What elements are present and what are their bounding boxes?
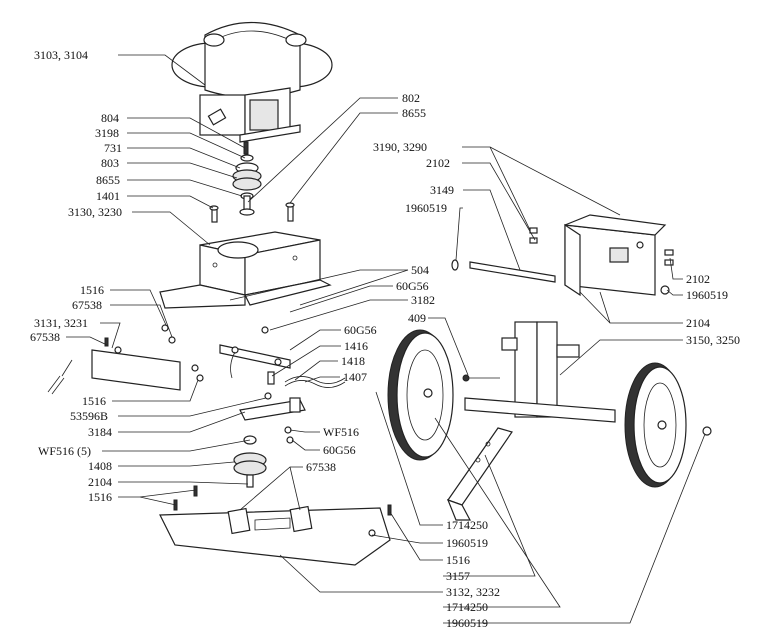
label-802: 802 <box>402 91 420 105</box>
label-2102-b: 2102 <box>686 272 710 286</box>
label-3184: 3184 <box>88 425 112 439</box>
label-WF516-a: WF516 <box>323 425 359 439</box>
right-wheel-part <box>624 362 712 488</box>
label-1516-a: 1516 <box>80 283 104 297</box>
label-1401: 1401 <box>96 189 120 203</box>
label-1960519-a: 1960519 <box>405 201 447 215</box>
label-1714250-b: 1714250 <box>446 600 488 614</box>
label-803: 803 <box>101 156 119 170</box>
label-WF516-5: WF516 (5) <box>38 444 91 458</box>
rod-part <box>451 259 556 283</box>
label-409: 409 <box>408 311 426 325</box>
label-1960519-c: 1960519 <box>446 536 488 550</box>
label-8655-b: 8655 <box>402 106 426 120</box>
handle-part <box>446 427 513 521</box>
label-3190-3290: 3190, 3290 <box>373 140 427 154</box>
left-wheel-part <box>387 329 454 461</box>
label-2104-b: 2104 <box>88 475 112 489</box>
label-1960519-b: 1960519 <box>686 288 728 302</box>
label-60G56-c: 60G56 <box>323 443 356 457</box>
left-bolts <box>47 324 204 395</box>
label-1416: 1416 <box>344 339 368 353</box>
leader-lines <box>66 54 706 624</box>
label-3132-3232: 3132, 3232 <box>446 585 500 599</box>
label-60G56-a: 60G56 <box>396 279 429 293</box>
label-804: 804 <box>101 111 119 125</box>
label-2104-a: 2104 <box>686 316 710 330</box>
label-3149: 3149 <box>430 183 454 197</box>
label-3131-3231: 3131, 3231 <box>34 316 88 330</box>
side-plate-part <box>91 337 181 391</box>
label-3130-3230: 3130, 3230 <box>68 205 122 219</box>
label-53596B: 53596B <box>70 409 108 423</box>
bottom-plate-part <box>159 485 392 566</box>
tension-arm-part <box>239 392 306 421</box>
label-3198: 3198 <box>95 126 119 140</box>
label-3157: 3157 <box>446 569 470 583</box>
label-60G56-b: 60G56 <box>344 323 377 337</box>
label-504: 504 <box>411 263 429 277</box>
label-1960519-d: 1960519 <box>446 616 488 630</box>
label-1516-b: 1516 <box>82 394 106 408</box>
label-1418: 1418 <box>341 354 365 368</box>
handle-bracket-part <box>529 214 674 297</box>
label-67538-a: 67538 <box>72 298 102 312</box>
label-731: 731 <box>104 141 122 155</box>
label-3182: 3182 <box>411 293 435 307</box>
label-1714250-a: 1714250 <box>446 518 488 532</box>
label-1407: 1407 <box>343 370 367 384</box>
label-67538-b: 67538 <box>30 330 60 344</box>
label-3103-3104: 3103, 3104 <box>34 48 88 62</box>
label-67538-c: 67538 <box>306 460 336 474</box>
deck-bracket-part <box>159 231 332 309</box>
idler-arm-assembly <box>219 326 346 388</box>
part-labels: 3103, 3104 804 3198 731 803 8655 1401 31… <box>30 48 740 630</box>
label-2102-a: 2102 <box>426 156 450 170</box>
label-1408: 1408 <box>88 459 112 473</box>
label-1516-d: 1516 <box>446 553 470 567</box>
label-1516-c: 1516 <box>88 490 112 504</box>
lower-pulley-part <box>233 426 294 488</box>
label-8655-a: 8655 <box>96 173 120 187</box>
label-3150-3250: 3150, 3250 <box>686 333 740 347</box>
axle-frame-part <box>462 321 616 423</box>
engine-part <box>171 22 333 143</box>
drive-pulley-stack <box>209 141 295 223</box>
